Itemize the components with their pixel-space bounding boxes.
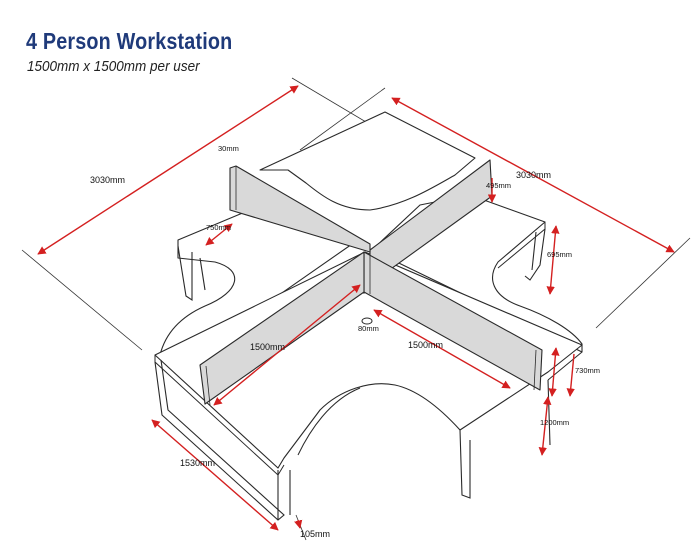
dim-overall-left: 3030mm [90,175,125,185]
dim-leg-span: 1530mm [180,458,215,468]
leg-front-left [154,359,285,521]
dim-desk-height: 730mm [575,366,600,375]
cable-port-icon [361,317,373,325]
dim-overall-right: 3030mm [516,170,551,180]
leg-front-right [459,429,471,499]
page-subtitle: 1500mm x 1500mm per user [27,58,200,75]
dim-cable-port: 80mm [358,324,379,333]
dim-desk-length-left: 1500mm [250,342,285,352]
dim-front-depth: 1200mm [540,418,569,427]
dimension-lines [37,85,675,531]
dim-return-width: 750mm [206,223,231,232]
dim-desk-length-right: 1500mm [408,340,443,350]
leg-left-return [177,245,193,302]
dim-screen-thickness: 30mm [218,144,239,153]
dim-leg-width: 105mm [300,529,330,539]
dim-screen-height: 495mm [486,181,511,190]
dim-return-height: 695mm [547,250,572,259]
page-title: 4 Person Workstation [26,28,233,54]
